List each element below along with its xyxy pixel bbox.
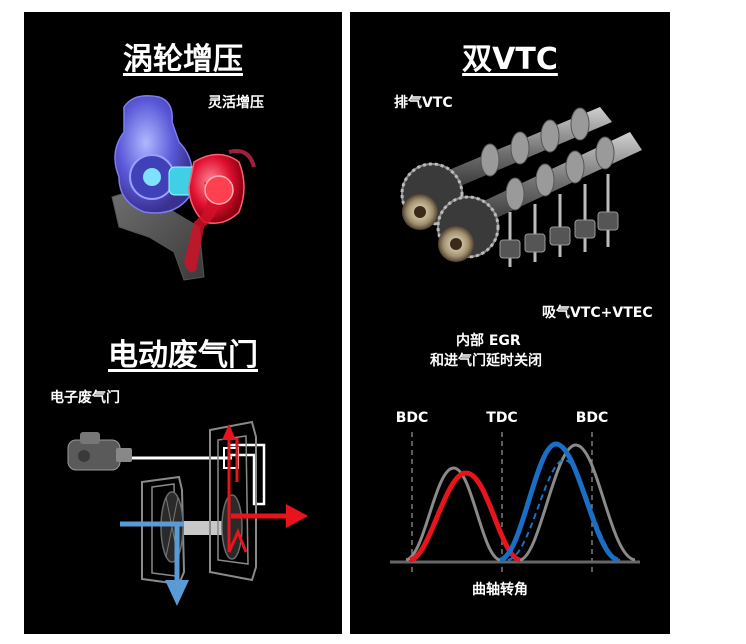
- turbo-flex-label: 灵活增压: [208, 95, 264, 111]
- egr-label-line1: 内部 EGR: [456, 333, 521, 349]
- wastegate-title: 电动废气门: [108, 338, 258, 373]
- tick-label-bdc-right: BDC: [576, 410, 609, 426]
- right-panel: 双VTC: [350, 12, 670, 634]
- tick-label-bdc-left: BDC: [396, 410, 429, 426]
- x-axis-label: 曲轴转角: [472, 581, 528, 598]
- turbocharger-illustration: [111, 95, 256, 281]
- actuator-motor-icon: [67, 432, 132, 471]
- intake-curve-dashed: [507, 458, 621, 561]
- egr-label-line2: 和进气门延时关闭: [430, 353, 542, 369]
- valve-lift-diagram: BDC TDC BDC 曲轴转角: [390, 410, 640, 598]
- turbo-title: 涡轮增压: [123, 42, 243, 77]
- intake-curve: [498, 441, 620, 563]
- exhaust-base-curve: [405, 466, 501, 562]
- exhaust-vtc-label: 排气VTC: [394, 95, 453, 111]
- left-panel: 涡轮增压: [24, 12, 342, 634]
- exhaust-curve: [409, 470, 522, 563]
- intake-base-curve: [519, 443, 636, 562]
- wastegate-diagram: [67, 420, 308, 606]
- intake-vtc-label: 吸气VTC+VTEC: [542, 305, 653, 321]
- wastegate-label: 电子废气门: [50, 390, 120, 406]
- camshaft-illustration: [400, 107, 642, 267]
- tick-label-tdc: TDC: [486, 410, 517, 426]
- vtc-title: 双VTC: [462, 42, 558, 77]
